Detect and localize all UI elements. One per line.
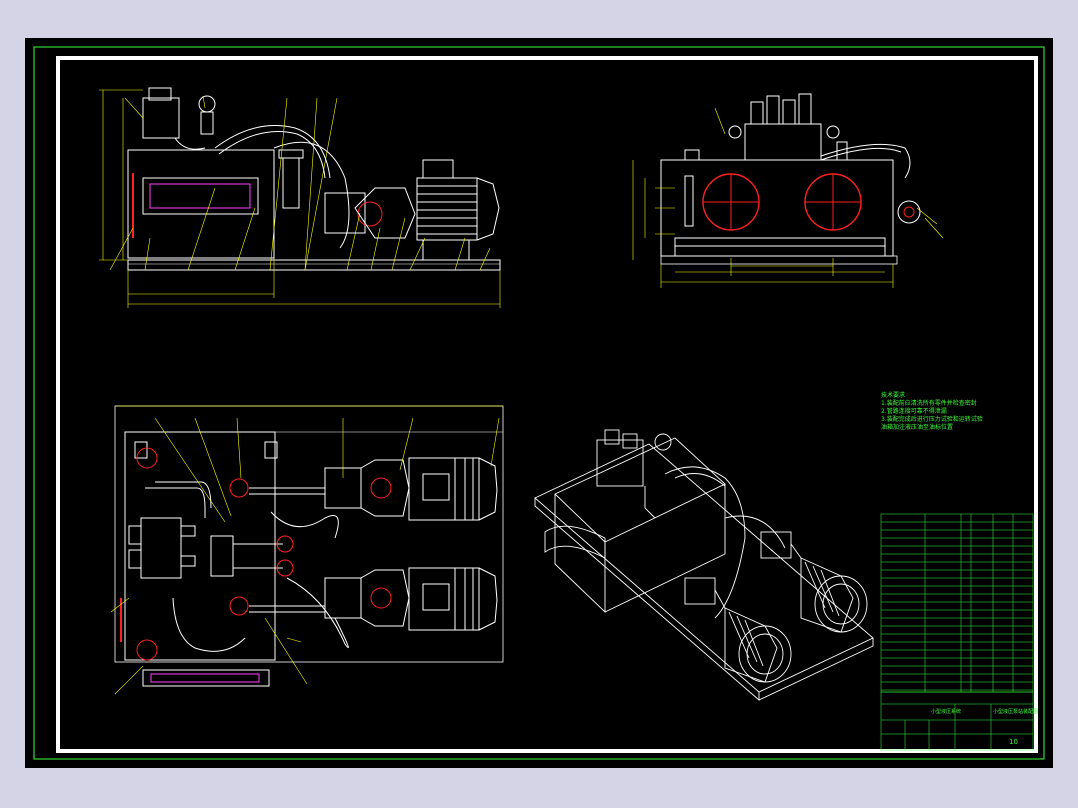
notes-line: 油箱加注液压油至油标位置 bbox=[881, 424, 954, 431]
sheet-number: 10 bbox=[1009, 738, 1018, 746]
cad-viewport[interactable]: 技术要求 1.装配前应清洗所有零件并检查密封 2.管路连接可靠不得泄漏 3.装配… bbox=[25, 38, 1053, 768]
title-block-title-b: 小型液压泵站装配图 bbox=[993, 709, 1039, 715]
top-view bbox=[114, 405, 504, 687]
title-block-title-a: 小型液压系统 bbox=[931, 709, 962, 715]
notes-line: 2.管路连接可靠不得泄漏 bbox=[881, 408, 947, 415]
isometric-view bbox=[534, 429, 874, 701]
drawing-sheet bbox=[33, 46, 1045, 760]
notes-line: 1.装配前应清洗所有零件并检查密封 bbox=[881, 400, 977, 407]
outer-frame bbox=[33, 46, 1045, 760]
parts-list bbox=[880, 513, 1034, 693]
title-block bbox=[880, 691, 1034, 751]
side-view-dimensions bbox=[632, 107, 944, 288]
notes-heading: 技术要求 bbox=[881, 392, 906, 399]
front-view-dimensions bbox=[99, 89, 501, 308]
top-view-dimensions bbox=[110, 405, 503, 695]
technical-notes: 技术要求 1.装配前应清洗所有零件并检查密封 2.管路连接可靠不得泄漏 3.装配… bbox=[881, 392, 983, 432]
front-view bbox=[127, 87, 501, 271]
inner-border bbox=[56, 56, 1038, 753]
side-view bbox=[660, 93, 921, 265]
notes-line: 3.装配完成后进行压力试验和运转试验 bbox=[881, 416, 983, 423]
